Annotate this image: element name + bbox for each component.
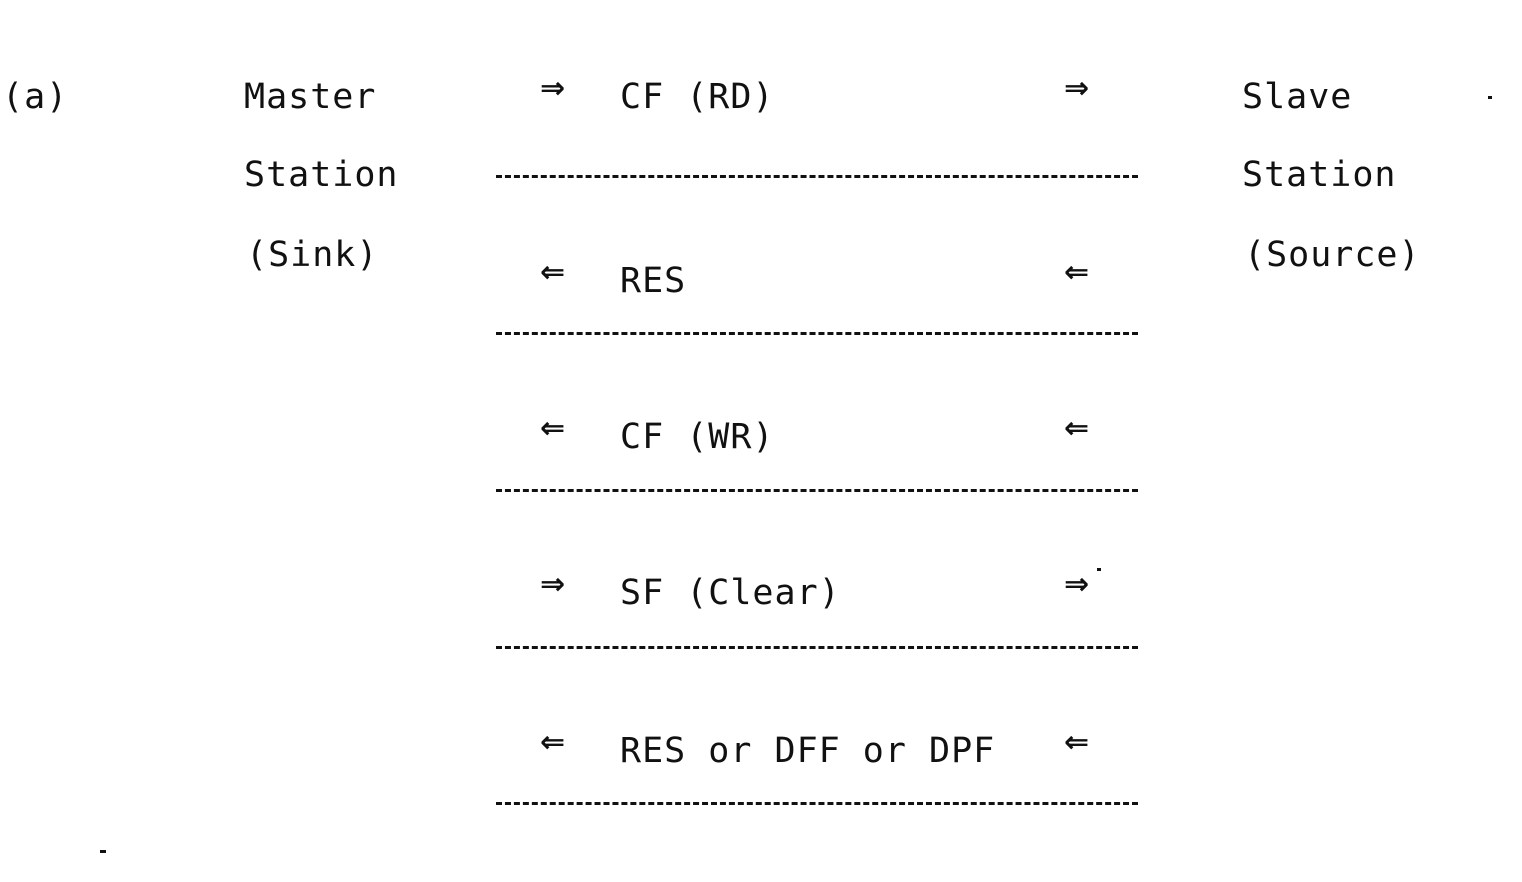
master-station-line1: Master: [244, 80, 376, 115]
figure-label: (a): [2, 80, 68, 115]
left-arrow-icon: ⇐: [1064, 258, 1089, 288]
message-divider: [496, 646, 1138, 649]
right-arrow-icon: ⇒: [1064, 570, 1089, 600]
message-divider: [496, 489, 1138, 492]
message-divider: [496, 175, 1138, 178]
left-arrow-icon: ⇐: [1064, 728, 1089, 758]
message-label: CF (RD): [620, 80, 775, 115]
message-divider: [496, 332, 1138, 335]
message-label: SF (Clear): [620, 576, 841, 611]
right-arrow-icon: ⇒: [540, 74, 565, 104]
left-arrow-icon: ⇐: [540, 258, 565, 288]
left-arrow-icon: ⇐: [540, 414, 565, 444]
left-arrow-icon: ⇐: [1064, 414, 1089, 444]
scan-speck: [1097, 568, 1101, 571]
right-arrow-icon: ⇒: [540, 570, 565, 600]
right-arrow-icon: ⇒: [1064, 74, 1089, 104]
scan-speck: [1488, 96, 1492, 99]
slave-station-line3: (Source): [1244, 238, 1421, 273]
master-station-line2: Station: [244, 158, 399, 193]
message-label: RES: [620, 264, 686, 299]
slave-station-line2: Station: [1242, 158, 1397, 193]
message-label: RES or DFF or DPF: [620, 734, 995, 769]
slave-station-line1: Slave: [1242, 80, 1352, 115]
scan-speck: [100, 850, 106, 853]
message-divider: [496, 802, 1138, 805]
message-label: CF (WR): [620, 420, 775, 455]
left-arrow-icon: ⇐: [540, 728, 565, 758]
master-station-line3: (Sink): [246, 238, 378, 273]
